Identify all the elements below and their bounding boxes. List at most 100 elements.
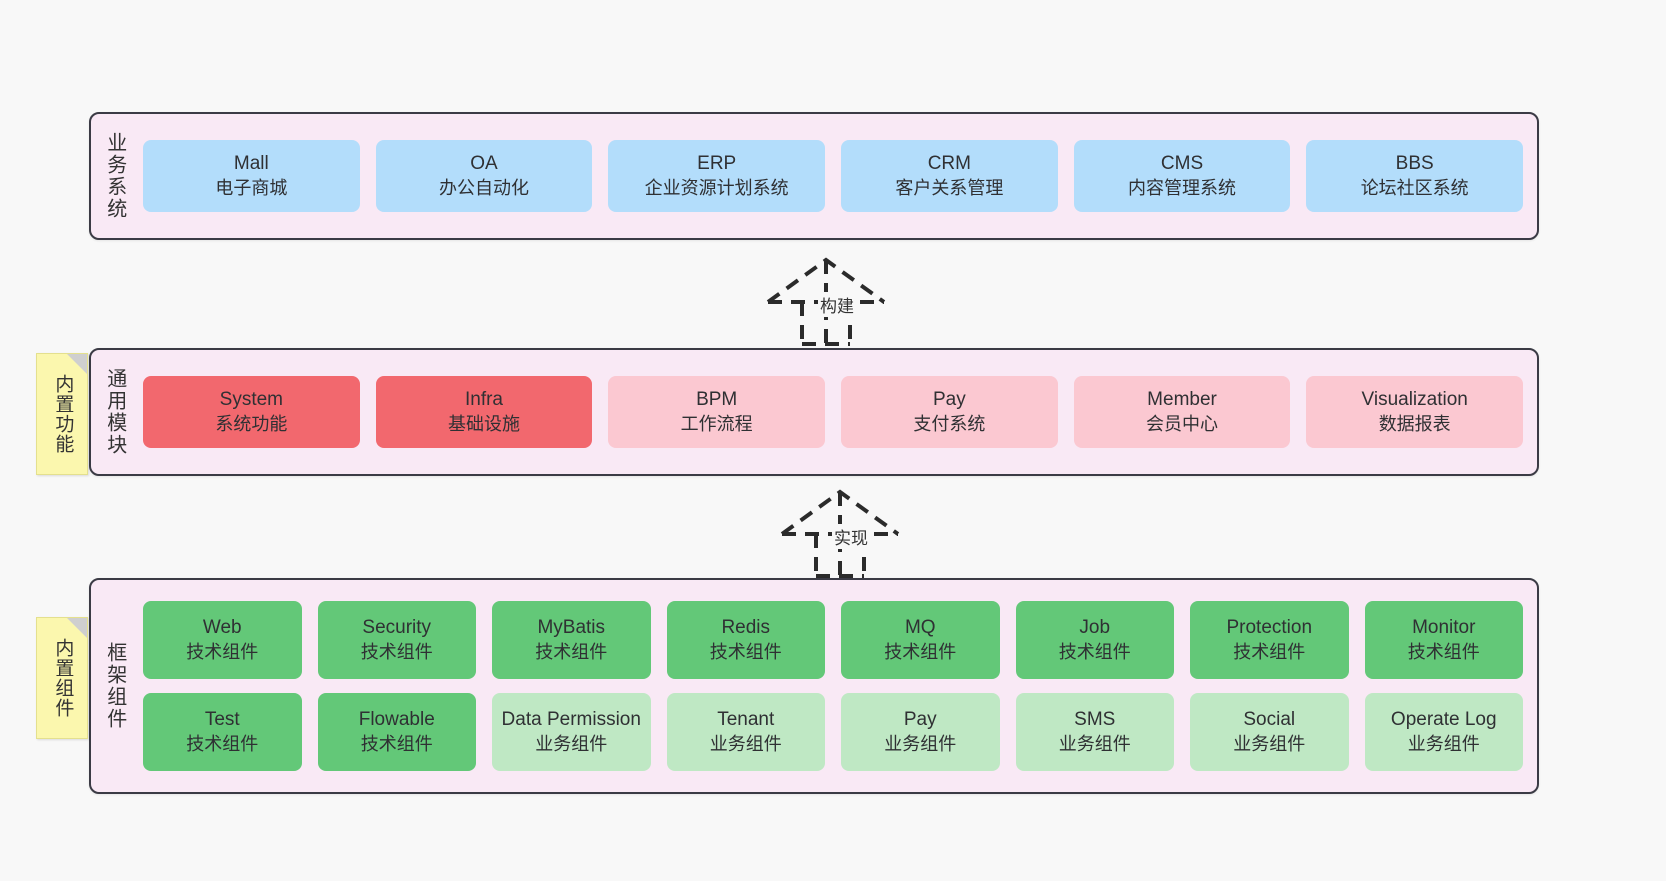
connector-label-build: 构建	[818, 292, 856, 317]
node-subtitle: 电子商城	[215, 177, 288, 198]
layer-title-common-modules: 通用模块	[103, 368, 126, 456]
node-erp[interactable]: ERP 企业资源计划系统	[608, 140, 826, 212]
node-subtitle: 技术组件	[360, 641, 433, 662]
node-title: Security	[362, 617, 432, 639]
node-subtitle: 会员中心	[1146, 413, 1219, 434]
layer-business-systems: 业务系统 Mall 电子商城 OA 办公自动化 ERP 企业资源计划系统 CRM	[89, 112, 1539, 240]
node-title: SMS	[1074, 709, 1116, 731]
node-member[interactable]: Member 会员中心	[1073, 376, 1291, 448]
node-row: System 系统功能 Infra 基础设施 BPM 工作流程 Pay 支付系统…	[143, 376, 1524, 448]
node-title: Member	[1147, 389, 1217, 411]
folded-corner-icon	[67, 618, 87, 638]
layer-body-framework-components: Web 技术组件 Security 技术组件 MyBatis 技术组件 Redi…	[137, 580, 1537, 792]
node-title: Pay	[932, 389, 966, 411]
node-social[interactable]: Social 业务组件	[1190, 693, 1349, 771]
node-subtitle: 业务组件	[535, 733, 608, 754]
node-bpm[interactable]: BPM 工作流程	[608, 376, 826, 448]
node-title: Protection	[1226, 617, 1313, 639]
node-title: System	[219, 389, 284, 411]
node-tenant[interactable]: Tenant 业务组件	[666, 693, 825, 771]
node-subtitle: 论坛社区系统	[1360, 177, 1469, 198]
node-subtitle: 业务组件	[884, 733, 957, 754]
node-subtitle: 数据报表	[1378, 413, 1451, 434]
connector-build: 构建	[752, 252, 932, 348]
node-mall[interactable]: Mall 电子商城	[143, 140, 360, 212]
node-pay-component[interactable]: Pay 业务组件	[841, 693, 1000, 771]
node-title: MQ	[904, 617, 936, 639]
node-subtitle: 基础设施	[448, 413, 520, 434]
node-title: Monitor	[1412, 617, 1476, 639]
connector-label-implement: 实现	[832, 524, 870, 549]
node-oa[interactable]: OA 办公自动化	[375, 140, 593, 212]
layer-framework-components: 框架组件 Web 技术组件 Security 技术组件 MyBatis 技术组件…	[89, 578, 1539, 794]
sticky-note-label: 内置功能	[52, 374, 74, 454]
node-title: Infra	[464, 389, 504, 411]
node-subtitle: 系统功能	[215, 413, 288, 434]
node-redis[interactable]: Redis 技术组件	[666, 601, 825, 679]
node-title: Job	[1079, 617, 1111, 639]
node-system[interactable]: System 系统功能	[143, 376, 360, 448]
node-title: BPM	[696, 389, 738, 411]
node-subtitle: 业务组件	[1407, 733, 1480, 754]
node-title: BBS	[1395, 153, 1434, 175]
node-bbs[interactable]: BBS 论坛社区系统	[1306, 140, 1524, 212]
node-title: Redis	[721, 617, 771, 639]
node-subtitle: 技术组件	[360, 733, 433, 754]
node-protection[interactable]: Protection 技术组件	[1190, 601, 1349, 679]
node-title: CRM	[927, 153, 971, 175]
node-title: MyBatis	[537, 617, 606, 639]
node-title: Web	[202, 617, 242, 639]
node-sms[interactable]: SMS 业务组件	[1015, 693, 1174, 771]
node-title: Visualization	[1361, 389, 1468, 411]
node-row: Mall 电子商城 OA 办公自动化 ERP 企业资源计划系统 CRM 客户关系…	[143, 140, 1524, 212]
node-data-permission[interactable]: Data Permission 业务组件	[492, 693, 651, 771]
node-title: ERP	[697, 153, 737, 175]
node-title: OA	[470, 153, 498, 175]
node-subtitle: 业务组件	[709, 733, 782, 754]
node-flowable[interactable]: Flowable 技术组件	[317, 693, 476, 771]
node-monitor[interactable]: Monitor 技术组件	[1364, 601, 1523, 679]
node-security[interactable]: Security 技术组件	[317, 601, 476, 679]
node-pay-module[interactable]: Pay 支付系统	[841, 376, 1058, 448]
node-test[interactable]: Test 技术组件	[143, 693, 302, 771]
sticky-note-label: 内置组件	[52, 638, 74, 718]
layer-body-business-systems: Mall 电子商城 OA 办公自动化 ERP 企业资源计划系统 CRM 客户关系…	[137, 114, 1537, 238]
node-crm[interactable]: CRM 客户关系管理	[841, 140, 1058, 212]
node-subtitle: 技术组件	[186, 733, 259, 754]
node-subtitle: 业务组件	[1233, 733, 1306, 754]
node-row: Web 技术组件 Security 技术组件 MyBatis 技术组件 Redi…	[143, 601, 1523, 679]
node-cms[interactable]: CMS 内容管理系统	[1073, 140, 1291, 212]
node-subtitle: 技术组件	[1058, 641, 1131, 662]
node-visualization[interactable]: Visualization 数据报表	[1306, 376, 1524, 448]
node-mybatis[interactable]: MyBatis 技术组件	[492, 601, 651, 679]
node-infra[interactable]: Infra 基础设施	[375, 376, 593, 448]
layer-title-framework-components: 框架组件	[103, 642, 126, 730]
node-title: Test	[204, 709, 240, 731]
node-title: Pay	[903, 709, 937, 731]
node-web[interactable]: Web 技术组件	[143, 601, 302, 679]
node-title: Data Permission	[501, 709, 641, 731]
node-subtitle: 技术组件	[1233, 641, 1306, 662]
node-title: Flowable	[358, 709, 435, 731]
layer-title-business-systems: 业务系统	[103, 132, 126, 220]
node-title: Tenant	[717, 709, 775, 731]
node-subtitle: 技术组件	[186, 641, 259, 662]
node-subtitle: 企业资源计划系统	[644, 177, 789, 198]
node-subtitle: 技术组件	[535, 641, 608, 662]
sticky-note-builtin-features: 内置功能	[36, 353, 88, 475]
node-subtitle: 工作流程	[680, 413, 753, 434]
node-subtitle: 内容管理系统	[1128, 177, 1237, 198]
node-title: Operate Log	[1390, 709, 1497, 731]
node-mq[interactable]: MQ 技术组件	[841, 601, 1000, 679]
node-subtitle: 技术组件	[884, 641, 957, 662]
node-subtitle: 支付系统	[913, 413, 986, 434]
connector-implement: 实现	[766, 484, 946, 580]
node-title: Social	[1243, 709, 1296, 731]
node-job[interactable]: Job 技术组件	[1015, 601, 1174, 679]
node-title: CMS	[1160, 153, 1204, 175]
node-operate-log[interactable]: Operate Log 业务组件	[1364, 693, 1523, 771]
node-row: Test 技术组件 Flowable 技术组件 Data Permission …	[143, 693, 1523, 771]
sticky-note-builtin-components: 内置组件	[36, 617, 88, 739]
folded-corner-icon	[67, 354, 87, 374]
